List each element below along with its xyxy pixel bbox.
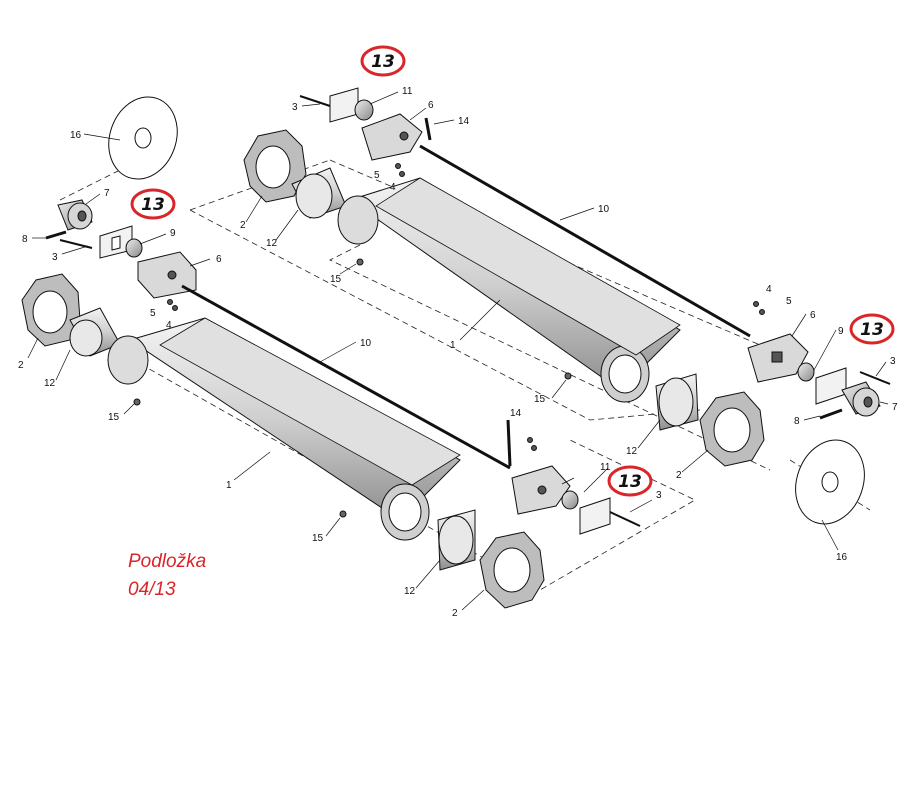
callout-9: 9: [170, 228, 176, 239]
callout-5: 5: [786, 296, 792, 307]
badge-13: 13: [130, 188, 176, 220]
callout-11: 11: [600, 462, 611, 473]
callout-15: 15: [108, 412, 120, 423]
callout-12: 12: [626, 446, 638, 457]
callout-6: 6: [216, 254, 222, 265]
callout-15: 15: [330, 274, 342, 285]
callout-2: 2: [676, 470, 682, 481]
callout-6: 6: [810, 310, 816, 321]
callout-12: 12: [266, 238, 278, 249]
right-assembly: [243, 87, 891, 525]
callout-10: 10: [360, 338, 372, 349]
callout-9: 9: [838, 326, 844, 337]
badge-13: 13: [849, 313, 895, 345]
callout-5: 5: [150, 308, 156, 319]
part-13-badges: 13 13 13 13: [130, 45, 895, 497]
callout-7: 7: [104, 188, 110, 199]
hub-part: [57, 199, 93, 231]
callout-2: 2: [452, 608, 458, 619]
left-assembly: [21, 96, 641, 609]
callout-5: 5: [374, 170, 380, 181]
callout-3: 3: [656, 490, 662, 501]
callout-numbers: 16 7 8 3 2 12 15 1 10 9 6 5 4 3 11 14 15…: [18, 86, 898, 619]
callout-8: 8: [22, 234, 28, 245]
callout-10: 10: [598, 204, 610, 215]
callout-16: 16: [836, 552, 848, 563]
caption-code: 04/13: [128, 579, 176, 600]
callout-1: 1: [226, 480, 232, 491]
callout-14: 14: [510, 408, 522, 419]
callout-4: 4: [766, 284, 772, 295]
badge-13: 13: [360, 45, 406, 77]
callout-7: 7: [892, 402, 898, 413]
callout-15: 15: [534, 394, 546, 405]
callout-3: 3: [292, 102, 298, 113]
callout-12: 12: [44, 378, 56, 389]
callout-4: 4: [166, 320, 172, 331]
badge-13: 13: [607, 465, 653, 497]
callout-3: 3: [52, 252, 58, 263]
callout-2: 2: [18, 360, 24, 371]
callout-12: 12: [404, 586, 416, 597]
disc-part: [108, 96, 178, 180]
roller-tube: [107, 317, 461, 541]
svg-text:13: 13: [860, 320, 884, 340]
svg-text:13: 13: [371, 52, 395, 72]
callout-15: 15: [312, 533, 324, 544]
caption-title: Podložka: [128, 551, 207, 572]
svg-text:13: 13: [618, 472, 642, 492]
callout-6: 6: [428, 100, 434, 111]
callout-2: 2: [240, 220, 246, 231]
callout-16: 16: [70, 130, 82, 141]
callout-3: 3: [890, 356, 896, 367]
callout-lines: [27, 91, 889, 611]
callout-11: 11: [402, 86, 413, 97]
callout-14: 14: [458, 116, 470, 127]
callout-8: 8: [794, 416, 800, 427]
callout-1: 1: [450, 340, 456, 351]
callout-4: 4: [390, 182, 396, 193]
svg-text:13: 13: [141, 195, 165, 215]
sprocket-part: [21, 273, 81, 347]
